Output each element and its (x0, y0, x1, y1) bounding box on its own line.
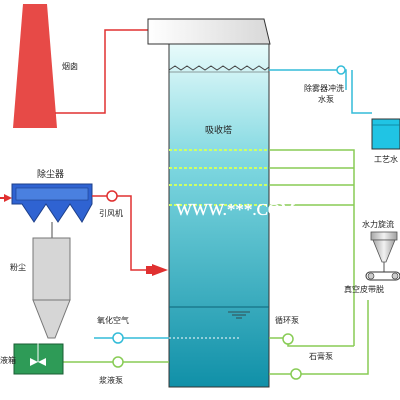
chimney-label: 烟囱 (62, 61, 78, 71)
agitator-blade-right (38, 358, 46, 366)
flue-inlet-arrow (152, 264, 168, 276)
agitator-blade-left (30, 358, 38, 366)
dust-collector-label: 除尘器 (37, 168, 64, 180)
absorber-label: 吸收塔 (205, 124, 232, 136)
clean-flue-pipe (55, 29, 148, 114)
demister-wash-pump-icon (336, 65, 346, 75)
inlet-arrow (4, 194, 12, 202)
dust-label: 粉尘 (10, 262, 26, 272)
watermark: WWW.***.COM (176, 200, 295, 219)
process-water-pipe (351, 70, 372, 114)
process-water-tank (371, 118, 400, 150)
chimney (13, 4, 57, 128)
dust-silo (32, 237, 71, 301)
gypsum-slurry-pipe (269, 300, 369, 375)
absorber-tower (168, 43, 270, 388)
hydrocyclone-cone (372, 239, 396, 263)
belt-roller-right (391, 272, 399, 280)
id-fan-label: 引风机 (99, 208, 123, 218)
hydrocyclone-head (370, 231, 398, 241)
belt-roller-left (367, 272, 375, 280)
oxidation-blower-icon (112, 332, 124, 344)
vacuum-belt-label: 真空皮带脱 (344, 284, 384, 294)
dust-silo-cone (32, 299, 71, 339)
slurry-pump-icon (112, 356, 124, 368)
gypsum-pump-label: 石膏泵 (309, 351, 333, 361)
process-water-label: 工艺水 (374, 154, 398, 164)
demister-pump-label-line1: 除雾器冲洗 (304, 83, 344, 93)
id-fan-icon (106, 190, 118, 202)
hydrocyclone-label: 水力旋流 (362, 219, 394, 229)
slurry-tank-label: 液箱 (0, 355, 16, 365)
oxidation-air-label: 氧化空气 (97, 315, 129, 325)
demister-pump-label-line2: 水泵 (318, 94, 334, 104)
circulation-suction-pipe (269, 337, 354, 347)
vacuum-belt-filter (365, 271, 400, 281)
raw-flue-pipe (117, 195, 152, 271)
gypsum-pump-icon (290, 368, 302, 380)
demister (168, 65, 270, 71)
recirc-pipe-main (269, 149, 355, 346)
flue-duct-stub (146, 266, 154, 274)
circulation-pump-icon (282, 333, 294, 345)
circulation-pump-label: 循环泵 (275, 315, 299, 325)
absorber-outlet-hood (147, 18, 271, 45)
slurry-pump-label: 浆液泵 (99, 375, 123, 385)
dust-collector-bags (15, 187, 89, 201)
